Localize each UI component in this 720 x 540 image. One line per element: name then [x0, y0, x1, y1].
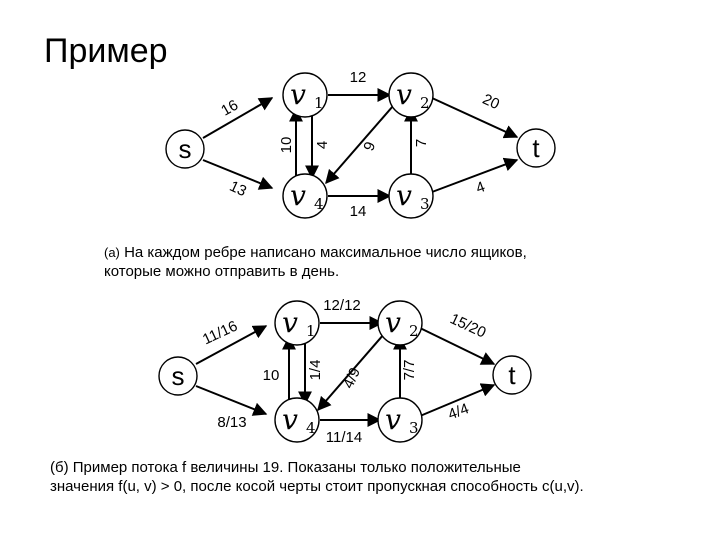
node-a-s: s	[165, 129, 205, 169]
node-a-v2: v 2	[388, 72, 434, 118]
node-b-v1: v 1	[274, 300, 320, 346]
node-a-v1: v 1	[282, 72, 328, 118]
edge-label-a-v3-t: 4	[474, 178, 488, 197]
caption-b-line2: значения f(u, v) > 0, после косой черты …	[50, 478, 584, 495]
edge-label-a-v4-v3: 14	[350, 203, 367, 220]
node-b-s-label: s	[172, 361, 185, 391]
edge-label-a-s-v1: 16	[218, 97, 241, 120]
caption-a-line2: которые можно отправить в день.	[104, 263, 340, 280]
node-a-v3-letter: v	[396, 179, 412, 212]
edge-label-a-v2-t: 20	[480, 91, 502, 113]
edge-b-v3-t	[419, 383, 496, 417]
edge-label-a-v4-v1: 10	[278, 137, 295, 154]
node-a-t: t	[516, 128, 556, 168]
edge-label-b-v2-v4: 4/9	[340, 365, 364, 391]
node-a-v1-letter: v	[290, 78, 306, 111]
edge-b-s-v1	[195, 325, 268, 365]
edge-a-v2-t	[431, 97, 519, 139]
node-b-v1-letter: v	[282, 306, 298, 339]
node-a-v2-sub: 2	[420, 94, 430, 112]
caption-a-line1: На каждом ребре написано максимальное чи…	[124, 244, 527, 261]
edge-label-b-v1-v2: 12/12	[323, 297, 361, 314]
node-b-t-label: t	[508, 360, 516, 390]
edge-b-s-v4	[195, 385, 268, 416]
node-a-v4-letter: v	[290, 179, 306, 212]
node-b-v2: v 2	[377, 300, 423, 346]
node-b-v3: v 3	[377, 397, 423, 443]
edge-b-v2-v4	[317, 333, 385, 412]
edge-label-a-v1-v2: 12	[350, 69, 367, 86]
edge-a-s-v1	[202, 97, 274, 139]
node-b-v1-sub: 1	[306, 322, 316, 340]
node-a-v1-sub: 1	[314, 94, 324, 112]
caption-b: (б) Пример потока f величины 19. Показан…	[50, 458, 710, 496]
node-a-v2-letter: v	[396, 78, 412, 111]
edge-label-b-v3-t: 4/4	[446, 400, 471, 423]
edge-b-v2-t	[419, 327, 496, 365]
node-b-v3-sub: 3	[409, 419, 419, 437]
node-a-s-label: s	[179, 134, 192, 164]
node-b-v2-letter: v	[385, 306, 401, 339]
edge-label-b-v4-v3: 11/14	[326, 429, 362, 446]
edge-label-b-s-v4: 8/13	[217, 414, 246, 431]
edge-a-v3-t	[431, 157, 519, 193]
edge-label-a-v3-v2: 7	[413, 139, 430, 147]
node-a-v4: v 4	[282, 173, 328, 219]
node-b-s: s	[158, 356, 198, 396]
node-b-t: t	[492, 355, 532, 395]
diagram-b: s v 1 v 2 v 3 v 4 t 11/16 8/13 10	[158, 297, 532, 446]
edge-label-b-v1-v4: 1/4	[307, 360, 324, 381]
diagram-a: s v 1 v 2 v 3 v 4 t 16 13 10 4	[165, 69, 556, 220]
edge-label-a-v1-v4: 4	[314, 141, 331, 149]
node-a-v3-sub: 3	[420, 195, 430, 213]
node-a-v3: v 3	[388, 173, 434, 219]
node-a-t-label: t	[532, 133, 540, 163]
caption-a: (а) На каждом ребре написано максимально…	[104, 243, 664, 281]
caption-a-mark: (а)	[104, 245, 120, 260]
edge-label-b-v4-v1: 10	[263, 367, 280, 384]
node-b-v3-letter: v	[385, 403, 401, 436]
node-b-v2-sub: 2	[409, 322, 419, 340]
edge-label-b-v2-t: 15/20	[447, 310, 488, 341]
node-b-v4-letter: v	[282, 403, 298, 436]
edge-label-a-s-v4: 13	[227, 178, 249, 200]
edge-label-b-v3-v2: 7/7	[401, 360, 418, 381]
edge-a-s-v4	[202, 159, 274, 190]
node-a-v4-sub: 4	[314, 195, 324, 213]
node-b-v4: v 4	[274, 397, 320, 443]
edge-label-a-v2-v4: 9	[360, 140, 379, 154]
caption-b-line1: (б) Пример потока f величины 19. Показан…	[50, 459, 521, 476]
edge-a-v2-v4	[325, 105, 394, 185]
node-b-v4-sub: 4	[306, 419, 316, 437]
slide-title: Пример	[44, 32, 168, 70]
